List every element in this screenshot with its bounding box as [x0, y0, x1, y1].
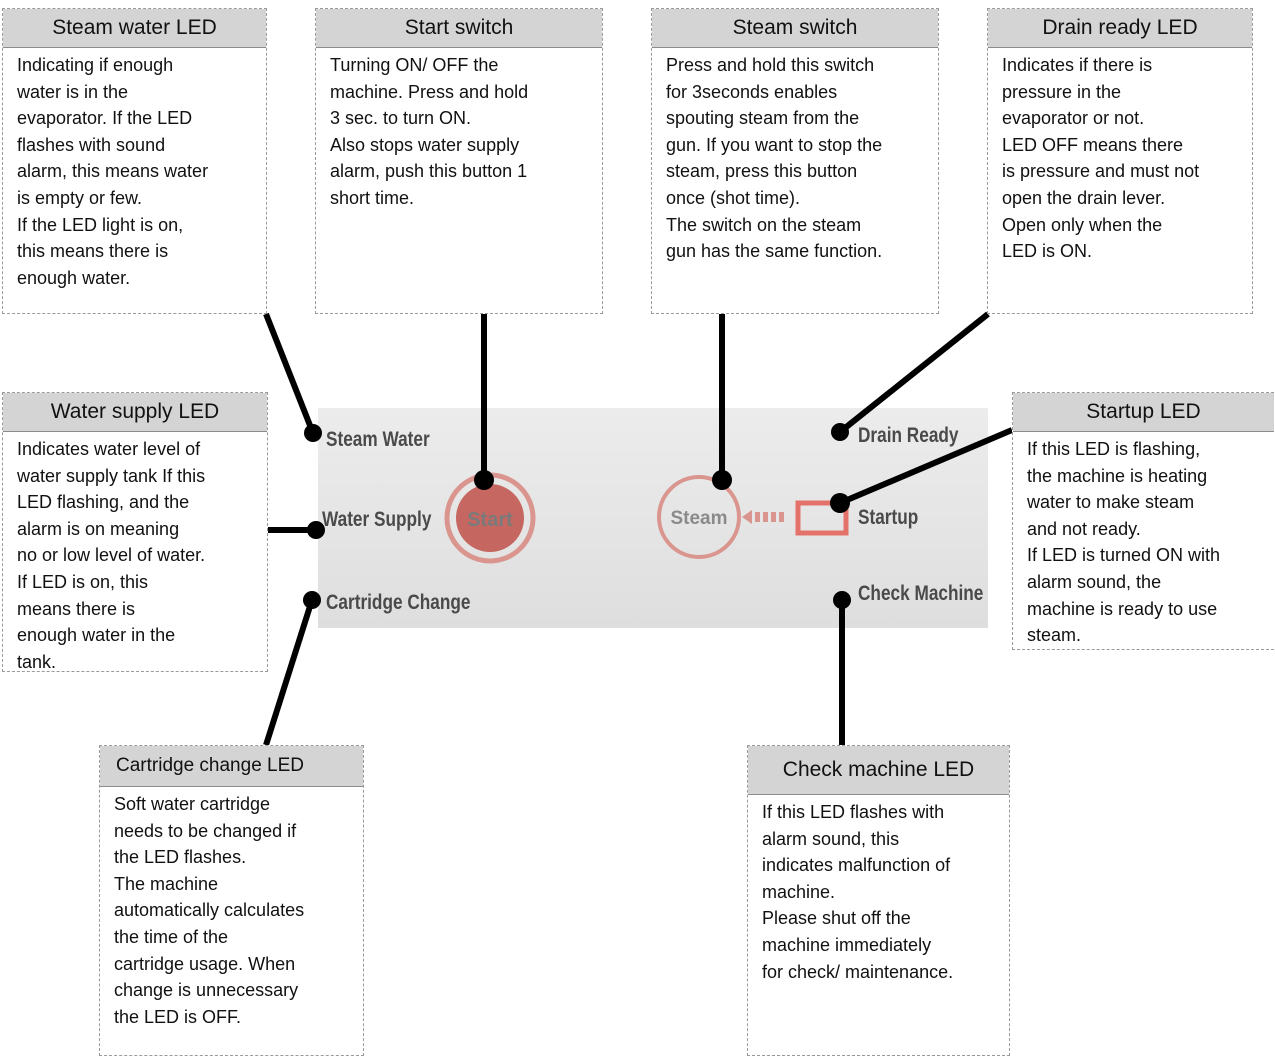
startup-indicator	[795, 500, 849, 536]
callout-startup-led: Startup LED If this LED is flashing, the…	[1012, 392, 1274, 650]
control-panel: Steam Water Water Supply Cartridge Chang…	[318, 408, 988, 628]
callout-title: Check machine LED	[748, 746, 1009, 795]
callout-title: Steam switch	[652, 9, 938, 48]
start-button-label: Start	[467, 509, 513, 531]
callout-text: Soft water cartridge needs to be changed…	[114, 794, 305, 1027]
callout-text: Turning ON/ OFF the machine. Press and h…	[330, 55, 529, 208]
panel-label-cartridge-change: Cartridge Change	[326, 591, 471, 614]
callout-drain-ready-led: Drain ready LED Indicates if there is pr…	[987, 8, 1253, 314]
callout-title: Start switch	[316, 9, 602, 48]
panel-label-steam-water: Steam Water	[326, 428, 430, 451]
callout-text: Indicates water level of water supply ta…	[17, 439, 206, 672]
steam-button-label: Steam	[670, 508, 727, 529]
start-button[interactable]: Start	[444, 472, 536, 564]
panel-label-startup: Startup	[858, 506, 919, 529]
callout-text: Indicating if enough water is in the eva…	[17, 55, 209, 288]
callout-water-supply-led: Water supply LED Indicates water level o…	[2, 392, 268, 672]
panel-label-water-supply: Water Supply	[322, 508, 432, 531]
callout-title: Drain ready LED	[988, 9, 1252, 48]
callout-text: Indicates if there is pressure in the ev…	[1002, 55, 1200, 262]
callout-cartridge-change-led: Cartridge change LED Soft water cartridg…	[99, 745, 364, 1056]
steam-button[interactable]: Steam	[657, 475, 741, 559]
panel-graphics: Start Steam	[444, 472, 849, 564]
callout-text: Press and hold this switch for 3seconds …	[666, 55, 883, 262]
callout-steam-water-led: Steam water LED Indicating if enough wat…	[2, 8, 267, 314]
callout-title: Cartridge change LED	[100, 746, 363, 787]
callout-start-switch: Start switch Turning ON/ OFF the machine…	[315, 8, 603, 314]
callout-text: If this LED is flashing, the machine is …	[1027, 439, 1221, 646]
callout-check-machine-led: Check machine LED If this LED flashes wi…	[747, 745, 1010, 1056]
arrow-icon	[742, 510, 784, 524]
panel-label-check-machine: Check Machine	[858, 582, 984, 605]
callout-title: Steam water LED	[3, 9, 266, 48]
callout-title: Water supply LED	[3, 393, 267, 432]
callout-title: Startup LED	[1013, 393, 1274, 432]
callout-text: If this LED flashes with alarm sound, th…	[762, 802, 954, 982]
callout-steam-switch: Steam switch Press and hold this switch …	[651, 8, 939, 314]
